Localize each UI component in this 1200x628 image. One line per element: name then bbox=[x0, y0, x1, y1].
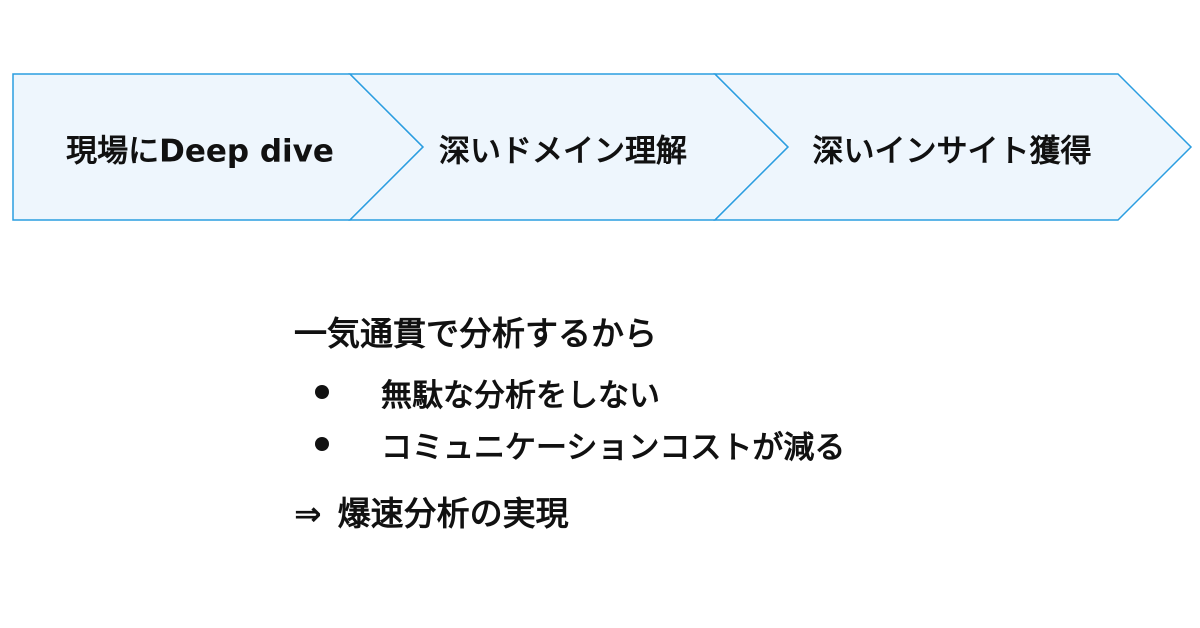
benefit-text: 無駄な分析をしない bbox=[381, 377, 660, 414]
conclusion-text: 爆速分析の実現 bbox=[337, 494, 569, 533]
benefit-list-item: コミュニケーションコストが減る bbox=[294, 418, 1174, 470]
process-flow-diagram: 現場にDeep dive 深いドメイン理解 深いインサイト獲得 bbox=[0, 0, 1200, 260]
summary-block: 一気通貫で分析するから 無駄な分析をしない コミュニケーションコストが減る ⇒ 爆… bbox=[294, 312, 1174, 536]
bullet-icon bbox=[315, 385, 329, 399]
implies-arrow-icon: ⇒ bbox=[294, 494, 322, 533]
benefit-list: 無駄な分析をしない コミュニケーションコストが減る bbox=[294, 366, 1174, 470]
summary-headline: 一気通貫で分析するから bbox=[294, 314, 657, 353]
step-2-label: 深いドメイン理解 bbox=[439, 133, 687, 170]
benefit-list-item: 無駄な分析をしない bbox=[294, 366, 1174, 418]
bullet-icon bbox=[315, 437, 329, 451]
step-3-shape bbox=[713, 73, 1193, 221]
process-flow-shapes bbox=[12, 73, 1193, 221]
step-3-label: 深いインサイト獲得 bbox=[812, 133, 1092, 170]
conclusion-line: ⇒ 爆速分析の実現 bbox=[294, 492, 1174, 536]
step-1-label: 現場にDeep dive bbox=[66, 133, 334, 170]
benefit-text: コミュニケーションコストが減る bbox=[381, 429, 846, 466]
